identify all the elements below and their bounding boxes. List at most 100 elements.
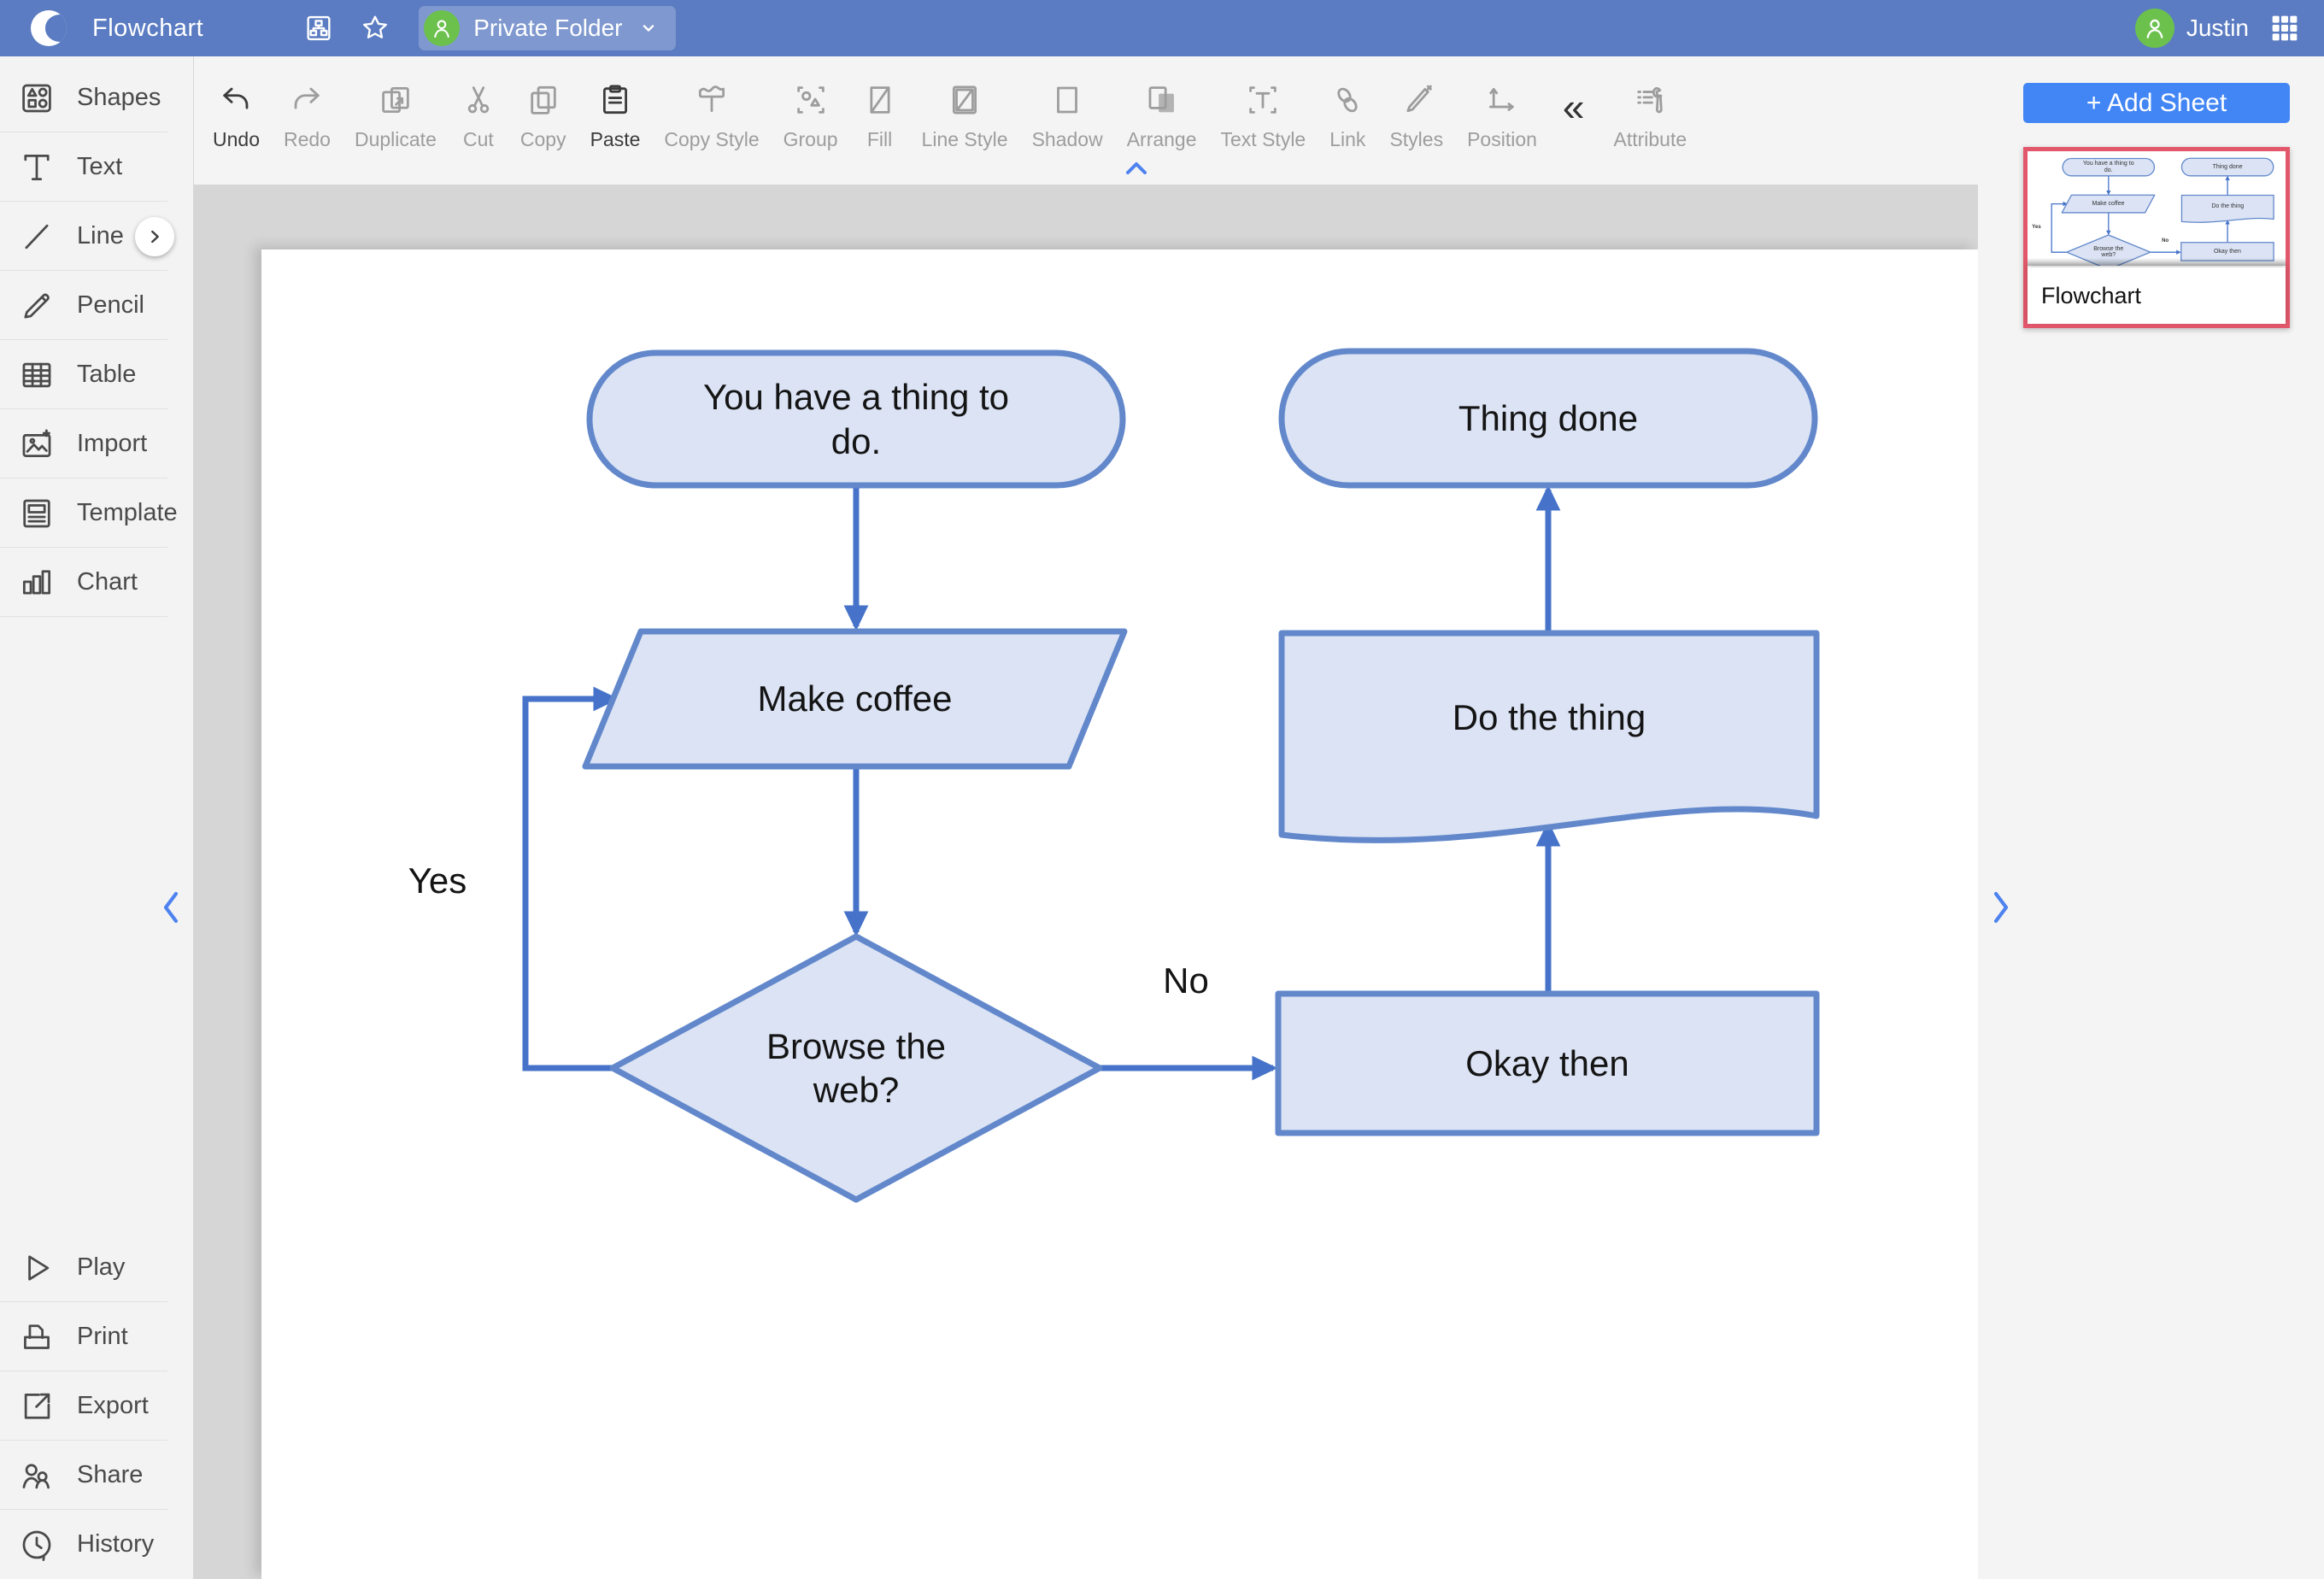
add-sheet-button[interactable]: + Add Sheet	[2023, 83, 2290, 123]
sidebar-label-table: Table	[77, 361, 137, 388]
sidebar-label-template: Template	[77, 499, 178, 526]
connector-browse-yes-to-coffee	[2051, 201, 2069, 253]
user-avatar[interactable]	[2134, 9, 2174, 48]
sidebar-item-table[interactable]: Table	[0, 340, 193, 409]
import-icon	[17, 425, 56, 464]
chevron-down-icon	[638, 18, 659, 38]
toolbar-undo-button[interactable]: Undo	[201, 79, 272, 155]
toolbar-arrange-button: Arrange	[1115, 79, 1209, 155]
sidebar-item-import[interactable]: Import	[0, 409, 193, 478]
sidebar-label-chart: Chart	[77, 568, 138, 596]
toolbar-attribute-label: Attribute	[1613, 128, 1687, 150]
toolbar-copy-button: Copy	[508, 79, 578, 155]
toolbar-link-label: Link	[1329, 128, 1366, 150]
position-icon	[1484, 82, 1520, 118]
styles-icon	[1399, 82, 1435, 118]
toolbar-duplicate-button: Duplicate	[343, 79, 449, 155]
node-make-coffee	[2061, 194, 2156, 214]
line-options-expander[interactable]	[135, 216, 174, 256]
apps-grid-icon[interactable]	[2268, 11, 2302, 45]
sheet-name: Flowchart	[2041, 282, 2142, 308]
pencil-icon	[17, 286, 56, 326]
undo-icon	[218, 82, 254, 118]
sidebar-item-print[interactable]: Print	[0, 1302, 193, 1371]
toolbar-styles-button: Styles	[1377, 79, 1455, 155]
toolbar-paste-button[interactable]: Paste	[578, 79, 653, 155]
node-make-coffee[interactable]	[582, 628, 1128, 770]
sidebar-label-pencil: Pencil	[77, 291, 144, 319]
sidebar-item-template[interactable]: Template	[0, 478, 193, 548]
toolbar-position-button: Position	[1455, 79, 1549, 155]
sidebar-label-export: Export	[77, 1392, 149, 1419]
group-icon	[793, 82, 829, 118]
node-okay-then[interactable]	[1275, 990, 1820, 1136]
folder-label: Private Folder	[473, 15, 623, 41]
node-done	[2180, 157, 2274, 177]
creately-logo-icon[interactable]	[31, 10, 67, 46]
star-favorite-icon[interactable]	[359, 12, 391, 44]
node-browse-web[interactable]	[609, 933, 1103, 1203]
redo-icon	[289, 82, 325, 118]
sidebar-item-text[interactable]: Text	[0, 132, 193, 202]
toolbar-undo-label: Undo	[213, 128, 260, 150]
line-tool-icon	[17, 217, 56, 256]
arrange-icon	[1144, 82, 1180, 118]
sidebar-label-history: History	[77, 1530, 155, 1558]
sidebar-item-pencil[interactable]: Pencil	[0, 271, 193, 340]
user-name: Justin	[2186, 15, 2249, 41]
sidebar-label-line: Line	[77, 222, 124, 249]
table-icon	[17, 355, 56, 395]
toolbar-fill-button: Fill	[850, 79, 910, 155]
history-icon	[17, 1525, 56, 1564]
node-done[interactable]	[1278, 348, 1818, 489]
sheet-name-band: Flowchart	[2028, 267, 2286, 324]
panel-expand-chevron-icon[interactable]	[1987, 889, 2013, 930]
attribute-icon	[1632, 82, 1668, 118]
copy-style-icon	[694, 82, 730, 118]
toolbar-attribute-button: Attribute	[1602, 79, 1699, 155]
topbar: Flowchart Private Folder	[0, 0, 2324, 56]
toolbar-cut-button: Cut	[449, 79, 508, 155]
toolbar-fill-label: Fill	[866, 128, 893, 150]
sidebar-item-history[interactable]: History	[0, 1510, 193, 1579]
node-start[interactable]	[586, 349, 1126, 489]
sidebar-label-text: Text	[77, 153, 123, 180]
sidebar-item-shapes[interactable]: Shapes	[0, 63, 193, 132]
sidebar-item-line[interactable]: Line	[0, 202, 193, 271]
toolbar-group-label: Group	[783, 128, 838, 150]
connector-browse-yes-to-coffee[interactable]	[522, 686, 619, 1071]
toolbar-redo-label: Redo	[283, 128, 331, 150]
toolbar-styles-label: Styles	[1389, 128, 1444, 150]
sidebar-collapse-chevron-icon[interactable]	[159, 889, 185, 930]
print-icon	[17, 1318, 56, 1357]
toolbar-link-button: Link	[1318, 79, 1377, 155]
chart-icon	[17, 563, 56, 602]
node-do-the-thing[interactable]	[1278, 630, 1820, 843]
toolbar-collapse-caret-icon[interactable]	[1124, 161, 1148, 180]
sidebar-item-play[interactable]: Play	[0, 1233, 193, 1302]
text-tool-icon	[17, 148, 56, 187]
sidebar-item-export[interactable]: Export	[0, 1371, 193, 1441]
node-okay-then	[2180, 242, 2274, 261]
toolbar-collapse-button[interactable]: «	[1562, 85, 1585, 129]
toolbar-copy-label: Copy	[519, 128, 566, 150]
toolbar-group-button: Group	[772, 79, 850, 155]
org-chart-icon[interactable]	[302, 12, 335, 44]
toolbar-line-style-label: Line Style	[921, 128, 1008, 150]
shapes-icon	[17, 79, 56, 118]
flowchart-drawing	[522, 348, 1820, 1203]
folder-selector[interactable]: Private Folder	[419, 6, 676, 50]
fill-icon	[862, 82, 898, 118]
sidebar-item-chart[interactable]: Chart	[0, 548, 193, 617]
toolbar-line-style-button: Line Style	[910, 79, 1020, 155]
sidebar-item-share[interactable]: Share	[0, 1441, 193, 1510]
node-do-the-thing	[2180, 194, 2274, 223]
